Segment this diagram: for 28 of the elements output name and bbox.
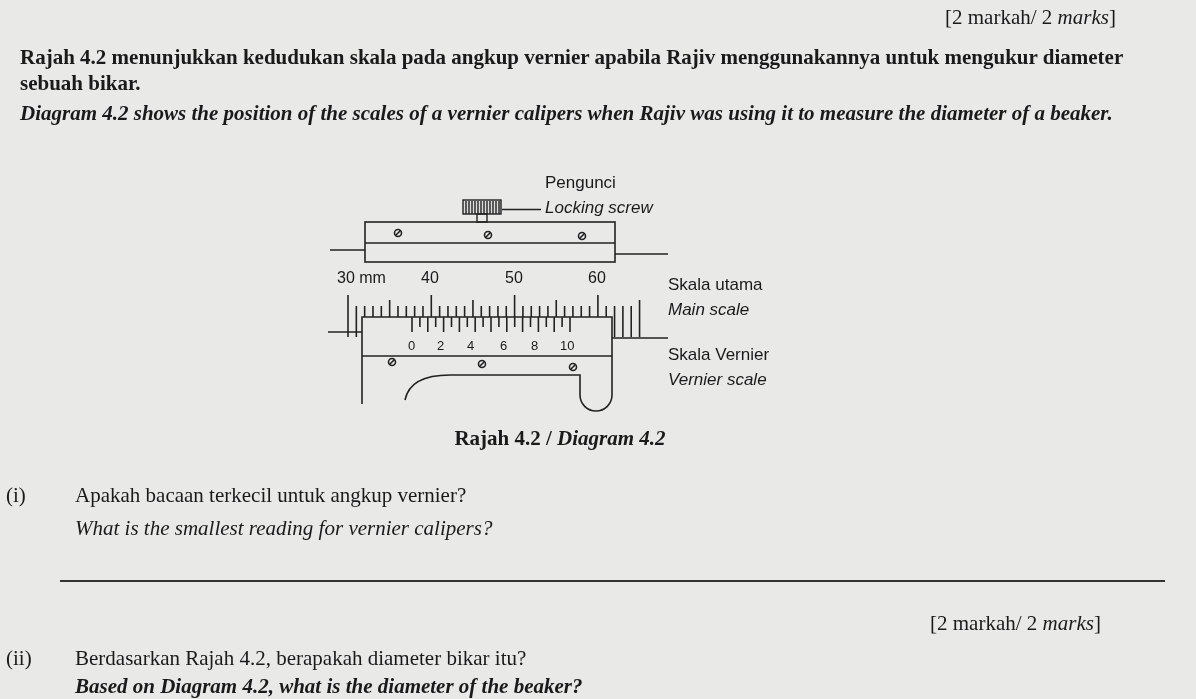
scale-number: 4 xyxy=(467,337,475,355)
marks-note: [2 markah/ 2 marks] xyxy=(930,610,1101,636)
scale-number: 30 mm xyxy=(337,268,386,287)
question-text: Rajah 4.2 menunjukkan kedudukan skala pada angkup vernier apabila Rajiv menggunakannya untuk mengukur diameter sebuah bikar. xyxy=(20,44,1124,96)
scale-label: Vernier scale xyxy=(668,370,767,389)
leader-line xyxy=(501,208,542,211)
question-text: What is the smallest reading for vernier calipers? xyxy=(75,515,493,541)
question-text: Berdasarkan Rajah 4.2, berapakah diameter bikar itu? xyxy=(75,645,527,671)
marks-note: [2 markah/ 2 marks] xyxy=(945,4,1116,30)
scale-label: Skala Vernier xyxy=(668,345,770,364)
scale-number: 8 xyxy=(531,337,539,355)
figure-caption: Rajah 4.2 / Diagram 4.2 xyxy=(453,425,667,451)
question-number: (ii) xyxy=(6,645,32,671)
part-label: Locking screw xyxy=(545,197,653,219)
scale-number: 50 xyxy=(505,268,523,287)
question-text: Based on Diagram 4.2, what is the diameter of the beaker? xyxy=(75,673,583,699)
question-text: Diagram 4.2 shows the position of the scales of a vernier calipers when Rajiv was using it to measure the diameter of a beaker. xyxy=(20,100,1114,126)
scale-number: 6 xyxy=(500,337,508,355)
question-text: Apakah bacaan terkecil untuk angkup vernier? xyxy=(75,482,467,508)
question-number: (i) xyxy=(6,482,26,508)
scale-number: 40 xyxy=(421,268,439,287)
scale-number: 10 xyxy=(560,337,575,355)
part-label: Pengunci xyxy=(545,172,617,194)
scale-number: 0 xyxy=(408,337,416,355)
scale-number: 2 xyxy=(437,337,445,355)
scale-label: Skala utama xyxy=(668,275,763,294)
scale-label: Main scale xyxy=(668,300,750,319)
scale-number: 60 xyxy=(588,268,606,287)
